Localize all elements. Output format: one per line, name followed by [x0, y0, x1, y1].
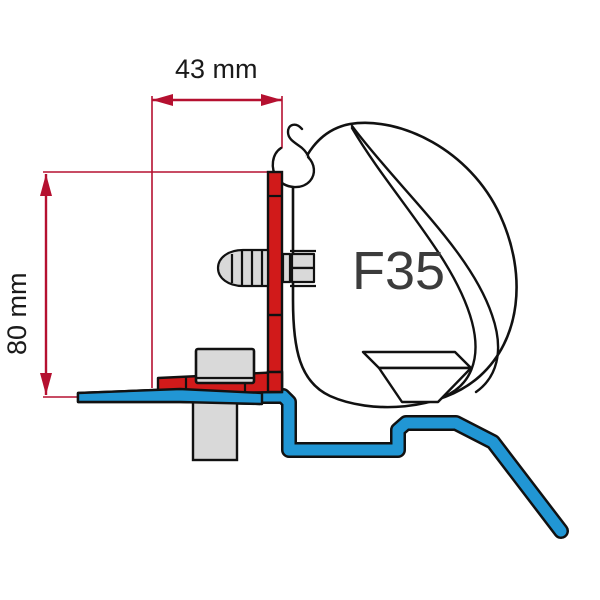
lower-bolt-head: [194, 347, 256, 385]
bolt-head-block: [194, 347, 256, 385]
awning-case-outline: [291, 121, 518, 409]
bracket-vertical-stem: [266, 170, 284, 392]
arrow-left: [152, 94, 173, 106]
awning-inner-curves: [350, 124, 500, 399]
awning-model-label: F35: [352, 241, 445, 301]
fastener-nut-lower: [290, 266, 316, 284]
awning-bottom-flap: [361, 350, 473, 404]
dimension-arrowheads: [40, 94, 282, 395]
arrow-down: [40, 373, 52, 395]
flap-upper: [361, 350, 473, 370]
roof-rail-outlined: [250, 388, 569, 539]
inner-curve-inner: [350, 126, 477, 399]
flap-lower: [377, 366, 473, 404]
lower-bolt-shaft: [191, 396, 239, 462]
awning-body-path: [291, 121, 518, 409]
dimension-label-height: 80 mm: [2, 272, 32, 355]
rail-front-edge: [76, 387, 264, 406]
arrow-up: [40, 174, 52, 196]
roof-rail-profile: [76, 387, 567, 537]
arrow-right: [261, 94, 282, 106]
dimension-label-width: 43 mm: [175, 54, 258, 84]
upper-fastener-assembly: [216, 248, 316, 288]
rail-tongue-front: [76, 387, 264, 406]
fastener-washer: [281, 252, 292, 284]
inner-curve-outer: [350, 124, 500, 394]
bracket-corner: [266, 370, 284, 394]
bolt-shaft-lower: [191, 396, 239, 462]
rail-fill-stroke: [252, 390, 567, 537]
fastener-nut-upper: [290, 252, 316, 270]
